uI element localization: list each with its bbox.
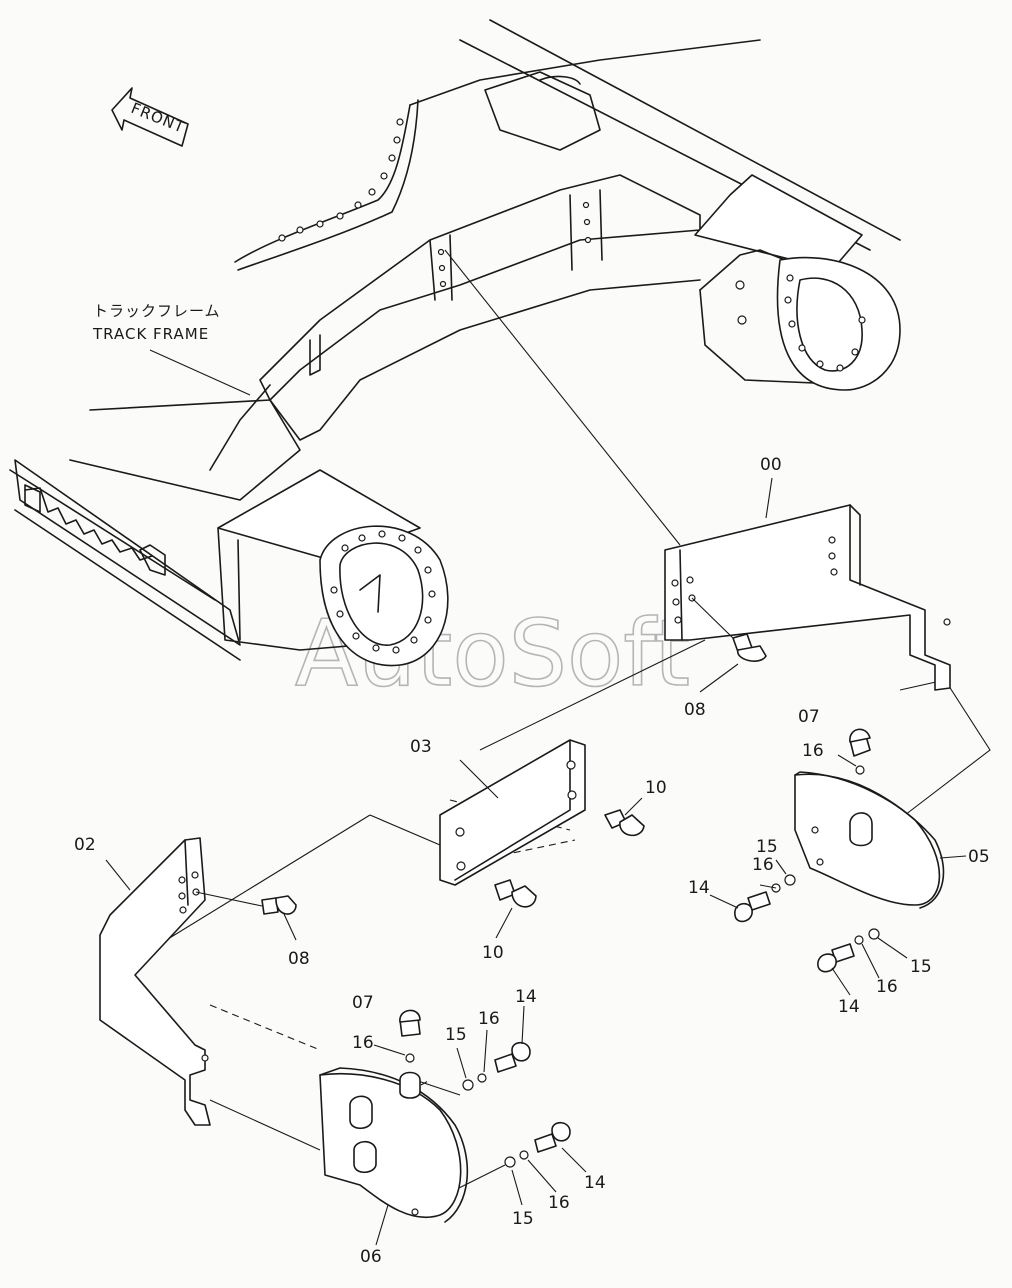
label-part-02: 02 bbox=[74, 835, 96, 855]
cover-part-00 bbox=[664, 504, 951, 691]
label-part-07-lower: 07 bbox=[352, 993, 374, 1013]
label-part-14-d: 14 bbox=[584, 1173, 606, 1193]
plate-part-03 bbox=[439, 739, 586, 886]
label-part-16-lower-top: 16 bbox=[352, 1033, 374, 1053]
bolt-14-c bbox=[494, 1041, 531, 1073]
label-part-10-lower: 10 bbox=[482, 943, 504, 963]
bolt-10-right bbox=[604, 809, 645, 837]
label-part-14-b: 14 bbox=[838, 997, 860, 1017]
bolt-14-b bbox=[817, 943, 855, 973]
label-part-10-right: 10 bbox=[645, 778, 667, 798]
track-frame-label-en: TRACK FRAME bbox=[92, 325, 209, 343]
bolt-14-a bbox=[734, 891, 771, 923]
label-part-15-b: 15 bbox=[910, 957, 932, 977]
cover-part-02 bbox=[99, 837, 263, 1126]
guard-part-06 bbox=[319, 1067, 469, 1223]
label-part-16-right-top: 16 bbox=[802, 741, 824, 761]
label-part-16-d: 16 bbox=[548, 1193, 570, 1213]
label-part-15-a: 15 bbox=[756, 837, 778, 857]
washer-15-d bbox=[504, 1156, 516, 1168]
guard-part-05 bbox=[794, 771, 945, 909]
washer-16-d bbox=[519, 1150, 529, 1160]
label-part-15-c: 15 bbox=[445, 1025, 467, 1045]
label-part-00: 00 bbox=[760, 455, 782, 475]
label-part-16-b: 16 bbox=[876, 977, 898, 997]
label-part-08-upper: 08 bbox=[684, 700, 706, 720]
label-part-06: 06 bbox=[360, 1247, 382, 1267]
washer-15-b bbox=[868, 928, 880, 940]
washer-15-c bbox=[462, 1079, 474, 1091]
bolt-14-d bbox=[534, 1121, 571, 1153]
label-part-14-a: 14 bbox=[688, 878, 710, 898]
washer-16-c bbox=[477, 1073, 487, 1083]
label-part-14-c: 14 bbox=[515, 987, 537, 1007]
bolt-10-lower bbox=[494, 879, 537, 908]
bolt-07-lower bbox=[399, 1009, 421, 1037]
washer-16-right-top bbox=[855, 765, 865, 775]
label-part-16-a: 16 bbox=[752, 855, 774, 875]
washer-16-b bbox=[854, 935, 864, 945]
bolt-07-right bbox=[849, 728, 871, 757]
track-frame-label-jp: トラックフレーム bbox=[93, 302, 221, 320]
label-part-07-right: 07 bbox=[798, 707, 820, 727]
bolt-08-lower bbox=[261, 895, 297, 915]
washer-16-lower-top bbox=[405, 1053, 415, 1063]
label-part-15-d: 15 bbox=[512, 1209, 534, 1229]
bolt-08-upper bbox=[732, 633, 767, 662]
label-part-08-lower: 08 bbox=[288, 949, 310, 969]
label-part-03: 03 bbox=[410, 737, 432, 757]
front-arrow-icon: FRONT bbox=[111, 87, 189, 147]
front-arrow-label: FRONT bbox=[129, 99, 188, 137]
label-part-05: 05 bbox=[968, 847, 990, 867]
washer-15-a bbox=[784, 874, 796, 886]
label-part-16-c: 16 bbox=[478, 1009, 500, 1029]
track-frame bbox=[9, 174, 901, 667]
